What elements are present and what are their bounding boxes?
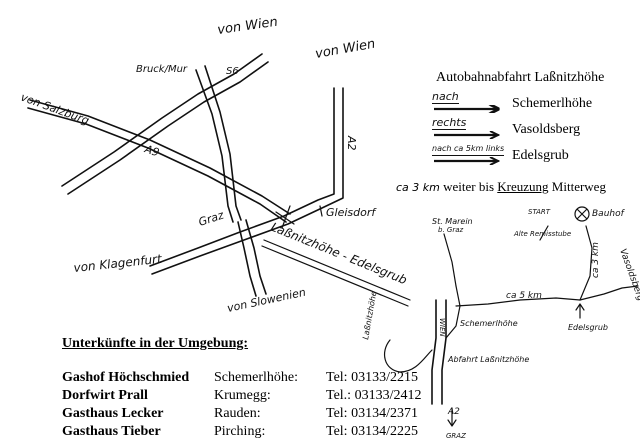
right-arrow-icon [434, 131, 500, 139]
label-start: START [528, 208, 551, 216]
direction-step: nach Schemerlhöhe [432, 90, 632, 118]
edelsgrub-route-line-1 [263, 239, 411, 301]
accommodation-place: Krumegg: [214, 388, 271, 403]
label-wien-detail: WIEN [438, 318, 446, 337]
accommodation-row: Gasthaus Tieber Pirching: Tel: 03134/222… [62, 424, 418, 442]
gleisdorf-tick [319, 205, 323, 217]
accommodation-phone: Tel: 03133/2215 [326, 370, 418, 385]
direction-cue: rechts [432, 116, 467, 130]
label-abfahrt-detail: Abfahrt Laßnitzhöhe [447, 355, 529, 364]
direction-cue: nach ca 5km links [432, 142, 505, 156]
label-bauhof: Bauhof [592, 209, 626, 219]
label-vasoldsberg-detail: Vasoldsberg [617, 248, 640, 303]
road-a2-lower [151, 87, 344, 275]
accommodation-name: Gasthaus Tieber [62, 424, 161, 439]
direction-cue: nach [432, 90, 459, 104]
directions-note: ca 3 km weiter bis Kreuzung Mitterweg [396, 179, 606, 195]
label-edelsgrub-detail: Edelsgrub [568, 323, 608, 332]
accommodation-name: Dorfwirt Prall [62, 388, 148, 403]
exit-cross-icon [275, 205, 295, 229]
direction-destination: Vasoldsberg [512, 122, 581, 137]
label-a2-bottom: A2 [447, 407, 460, 417]
right-arrow-icon [434, 105, 500, 113]
detail-a2-left [431, 299, 437, 405]
accommodation-phone: Tel: 03134/2371 [326, 406, 418, 421]
road-s6-left [195, 69, 234, 223]
direction-step: nach ca 5km links Edelsgrub [432, 144, 632, 170]
label-von-wien-2: von Wien [314, 37, 376, 62]
note-crossing: Kreuzung [497, 179, 549, 194]
label-lassnitzhoehe-detail: Laßnitzhöhe [361, 290, 378, 340]
label-gleisdorf: Gleisdorf [326, 206, 377, 219]
detail-lassnitzhoehe-loop [383, 339, 433, 373]
label-von-wien-1: von Wien [216, 15, 278, 38]
label-st-marein: St. Marein [432, 217, 473, 226]
edelsgrub-arrow-icon [575, 303, 585, 319]
label-a2: A2 [345, 135, 358, 151]
road-a9-lower [27, 107, 287, 223]
detail-exit-ramp [445, 285, 461, 339]
detail-road-vasoldsberg [579, 285, 639, 301]
label-schemerlhoehe-detail: Schemerlhöhe [460, 319, 518, 328]
road-salzburg-lower [67, 61, 269, 195]
note-text: weiter bis [439, 179, 498, 194]
road-slowenien-left [237, 221, 257, 297]
direction-step: rechts Vasoldsberg [432, 116, 632, 144]
accommodation-row: Dorfwirt Prall Krumegg: Tel.: 03133/2412 [62, 388, 421, 406]
accommodation-phone: Tel: 03134/2225 [326, 424, 418, 439]
bauhof-marker-icon [574, 206, 590, 222]
road-salzburg-upper [61, 53, 263, 187]
accommodation-heading: Unterkünfte in der Umgebung: [62, 336, 249, 351]
accommodation-list: Unterkünfte in der Umgebung: Gashof Höch… [62, 336, 421, 442]
label-graz: Graz [197, 209, 226, 229]
label-bruck-mur: Bruck/Mur [136, 64, 188, 75]
accommodation-row: Gashof Höchschmied Schemerlhöhe: Tel: 03… [62, 370, 418, 388]
detail-a2-right [441, 299, 447, 405]
accommodation-row: Gasthaus Lecker Rauden: Tel: 03134/2371 [62, 406, 418, 424]
directions-panel: Autobahnabfahrt Laßnitzhöhe nach Schemer… [396, 66, 636, 196]
accommodation-name: Gasthaus Lecker [62, 406, 164, 421]
label-s6: S6 [226, 66, 239, 77]
note-street: Mitterweg [548, 179, 606, 194]
label-nach-graz: b. Graz [438, 226, 463, 234]
label-von-klagenfurt: von Klagenfurt [73, 252, 164, 275]
detail-road-st-marein [443, 233, 457, 287]
right-arrow-icon [434, 157, 500, 165]
label-von-slowenien: von Slowenien [226, 286, 307, 315]
directions-title: Autobahnabfahrt Laßnitzhöhe [436, 70, 605, 85]
detail-start-branch [539, 225, 549, 241]
road-a2-upper [149, 87, 335, 267]
road-s6-right [204, 65, 242, 221]
a2-down-arrow-icon [447, 407, 457, 427]
label-alte-remise: Alte Remisstube [513, 230, 571, 238]
accommodation-place: Rauden: [214, 406, 261, 421]
detail-road-bauhof [579, 225, 593, 301]
accommodation-place: Pirching: [214, 424, 266, 439]
accommodation-place: Schemerlhöhe: [214, 370, 298, 385]
direction-destination: Schemerlhöhe [512, 96, 593, 111]
label-a9: A9 [142, 142, 161, 159]
detail-road-main [455, 297, 581, 307]
note-distance: ca 3 km [396, 181, 440, 194]
edelsgrub-route-line-2 [261, 245, 409, 307]
direction-destination: Edelsgrub [512, 148, 569, 163]
label-graz-bottom: GRAZ [446, 432, 466, 440]
label-ca5km: ca 5 km [506, 291, 542, 301]
accommodation-phone: Tel.: 03133/2412 [326, 388, 422, 403]
accommodation-name: Gashof Höchschmied [62, 370, 190, 385]
road-slowenien-right [245, 219, 267, 295]
road-a9-upper [29, 99, 291, 215]
label-ca3km-vertical: ca 3 km [591, 242, 601, 278]
